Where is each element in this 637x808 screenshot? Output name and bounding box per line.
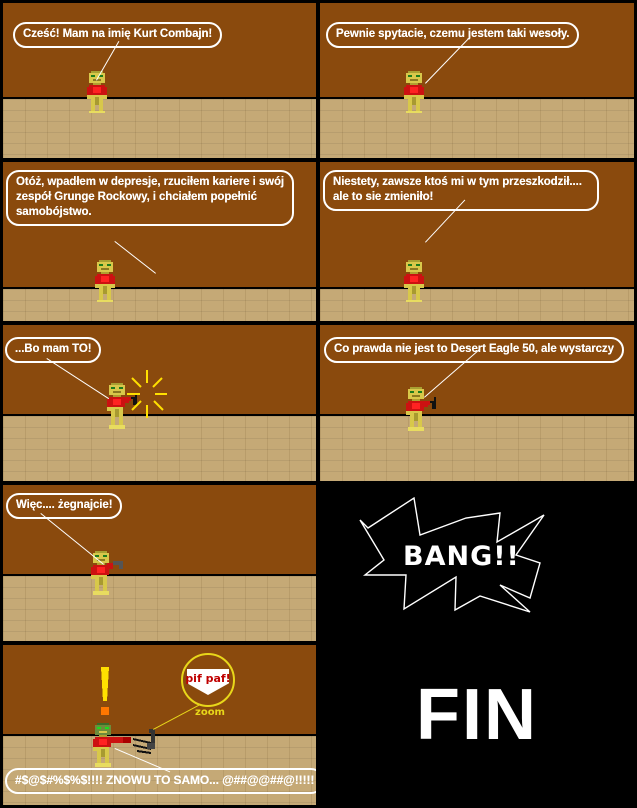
wall-floor-divider xyxy=(320,97,634,99)
character-sprite xyxy=(91,551,113,595)
comic-panel-9: pif paf! zoom #$@$#%$%$!!!! ZNOWU TO SAM… xyxy=(3,645,316,805)
speech-bubble-7: Więc.... żegnajcie! xyxy=(6,493,123,519)
speech-bubble-4: Niestety, zawsze ktoś mi w tym przeszkod… xyxy=(323,170,599,211)
panel-5-scene: ...Bo mam TO! xyxy=(3,325,316,481)
wall-floor-divider xyxy=(3,414,316,416)
wall-floor-divider xyxy=(3,574,316,576)
speech-bubble-9: #$@$#%$%$!!!! ZNOWU TO SAMO... @##@@##@!… xyxy=(5,768,316,794)
sparkle-icon xyxy=(127,370,167,418)
gun-sprite xyxy=(107,561,123,569)
wall-floor-divider xyxy=(3,97,316,99)
floor-background xyxy=(3,289,316,321)
speech-bubble-3: Otóż, wpadłem w depresje, rzuciłem karie… xyxy=(6,170,294,226)
flying-gun-icon xyxy=(147,729,155,749)
wall-background xyxy=(320,325,634,415)
floor-background xyxy=(3,99,316,158)
fin-text: FIN xyxy=(416,675,538,755)
comic-panel-6: Co prawda nie jest to Desert Eagle 50, a… xyxy=(320,325,634,481)
comic-panel-4: Niestety, zawsze ktoś mi w tym przeszkod… xyxy=(320,162,634,321)
exclamation-icon xyxy=(101,667,109,715)
gun-sprite xyxy=(125,393,137,405)
panel-1-scene: Cześć! Mam na imię Kurt Combajn! xyxy=(3,3,316,158)
bang-star-shape xyxy=(359,496,545,613)
speech-bubble-6: Co prawda nie jest to Desert Eagle 50, a… xyxy=(324,337,624,363)
speech-bubble-5: ...Bo mam TO! xyxy=(5,337,102,363)
comic-panel-2: Pewnie spytacie, czemu jestem taki wesoł… xyxy=(320,3,634,158)
panel-2-scene: Pewnie spytacie, czemu jestem taki wesoł… xyxy=(320,3,634,158)
wall-background xyxy=(320,162,634,288)
panel-3-scene: Otóż, wpadłem w depresje, rzuciłem karie… xyxy=(3,162,316,321)
wall-floor-divider xyxy=(3,734,316,736)
wall-background xyxy=(3,485,316,575)
pif-paf-text: pif paf! xyxy=(185,672,231,685)
speech-bubble-2: Pewnie spytacie, czemu jestem taki wesoł… xyxy=(326,22,580,48)
floor-background xyxy=(3,416,316,481)
panel-6-scene: Co prawda nie jest to Desert Eagle 50, a… xyxy=(320,325,634,481)
wall-floor-divider xyxy=(320,414,634,416)
zoom-loupe: pif paf! xyxy=(181,653,235,707)
wall-floor-divider xyxy=(320,287,634,289)
comic-panel-7: Więc.... żegnajcie! xyxy=(3,485,316,641)
zoom-label: zoom xyxy=(195,707,225,718)
comic-panel-10: FIN xyxy=(320,645,634,805)
comic-panel-1: Cześć! Mam na imię Kurt Combajn! xyxy=(3,3,316,158)
bang-text: BANG!! xyxy=(403,541,520,572)
comic-panel-3: Otóż, wpadłem w depresje, rzuciłem karie… xyxy=(3,162,316,321)
floor-background xyxy=(320,99,634,158)
floor-background xyxy=(3,576,316,641)
wall-background xyxy=(3,325,316,415)
black-background xyxy=(320,645,634,805)
comic-panel-5: ...Bo mam TO! xyxy=(3,325,316,481)
wall-floor-divider xyxy=(3,287,316,289)
floor-background xyxy=(320,289,634,321)
character-sprite xyxy=(406,387,428,431)
panel-4-scene: Niestety, zawsze ktoś mi w tym przeszkod… xyxy=(320,162,634,321)
wall-background xyxy=(320,3,634,98)
character-sprite xyxy=(95,260,115,302)
speech-bubble-1: Cześć! Mam na imię Kurt Combajn! xyxy=(13,22,223,48)
panel-9-scene: pif paf! zoom #$@$#%$%$!!!! ZNOWU TO SAM… xyxy=(3,645,316,805)
floor-background xyxy=(320,416,634,481)
panel-7-scene: Więc.... żegnajcie! xyxy=(3,485,316,641)
character-sprite xyxy=(404,71,424,113)
gun-sprite xyxy=(424,397,436,409)
wall-background xyxy=(3,645,316,735)
comic-panel-8: BANG!! xyxy=(320,485,634,641)
wall-background xyxy=(3,3,316,98)
character-sprite xyxy=(404,260,424,302)
